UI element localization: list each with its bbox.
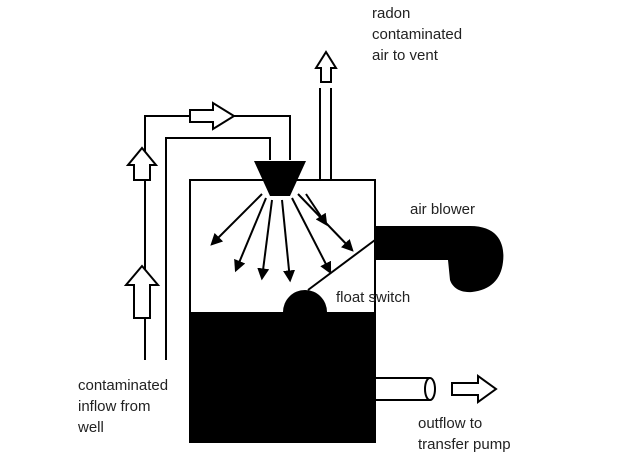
radon-vent-line: contaminated bbox=[372, 26, 462, 43]
right-arrow-icon bbox=[451, 374, 498, 404]
spray-arrow-icon bbox=[234, 197, 267, 273]
radon-vent-line: air to vent bbox=[372, 47, 439, 64]
float-switch-dome bbox=[283, 290, 327, 312]
up-arrow-icon bbox=[314, 50, 338, 83]
inflow-line: inflow from bbox=[78, 398, 151, 415]
right-arrow-icon bbox=[189, 101, 236, 131]
spray-arrow-icon bbox=[281, 199, 296, 283]
spray-arrow-icon bbox=[305, 193, 328, 226]
float-switch-label: float switch bbox=[336, 289, 410, 306]
float-switch-lever bbox=[307, 239, 376, 291]
outflow-label: outflow to transfer pump bbox=[418, 415, 511, 453]
air-blower-label: air blower bbox=[410, 201, 475, 218]
radon-vent-label: radon contaminated air to vent bbox=[372, 5, 466, 64]
air-blower bbox=[375, 226, 504, 293]
water-level bbox=[190, 312, 375, 442]
inflow-line: well bbox=[77, 419, 104, 436]
outflow-pipe bbox=[375, 377, 436, 401]
spray-arrows bbox=[210, 193, 354, 283]
spray-arrow-icon bbox=[257, 199, 273, 281]
inflow-label: contaminated inflow from well bbox=[77, 377, 172, 436]
outflow-line: outflow to bbox=[418, 415, 482, 432]
up-arrow-icon bbox=[123, 264, 161, 319]
outflow-line: transfer pump bbox=[418, 436, 511, 453]
up-arrow-icon bbox=[125, 146, 159, 181]
radon-vent-line: radon bbox=[372, 5, 410, 22]
spray-arrow-icon bbox=[210, 193, 263, 246]
inflow-line: contaminated bbox=[78, 377, 168, 394]
spray-nozzle-icon bbox=[254, 161, 306, 196]
vent-pipe bbox=[319, 88, 332, 180]
spray-arrow-icon bbox=[291, 197, 332, 275]
